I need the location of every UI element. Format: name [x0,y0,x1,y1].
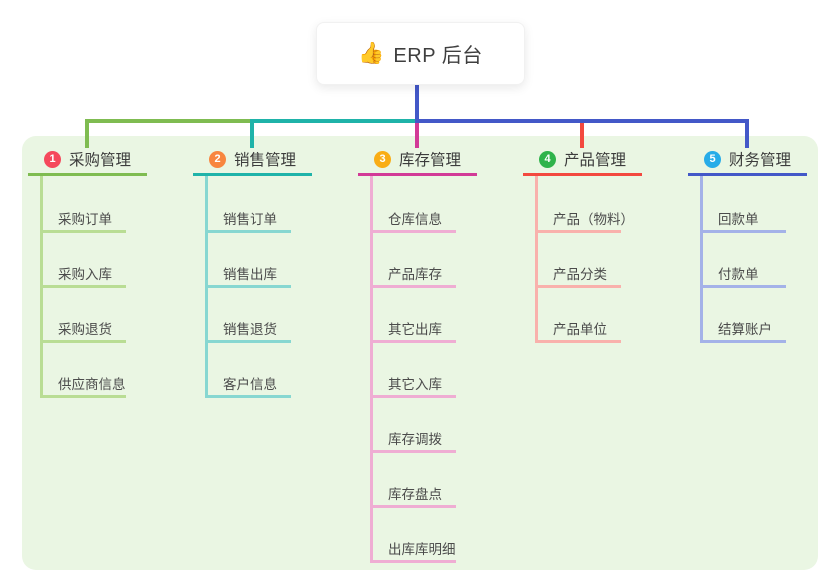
branch-underline [688,173,807,176]
child-connector-line [535,176,538,343]
child-underline [40,395,126,398]
connector-trunk-right [415,119,749,123]
child-node[interactable]: 供应商信息 [58,377,126,392]
child-underline [370,285,456,288]
child-underline [700,285,786,288]
child-node[interactable]: 采购退货 [58,322,112,337]
child-underline [370,560,456,563]
child-node[interactable]: 其它出库 [388,322,442,337]
branch-label: 销售管理 [234,152,297,169]
child-underline [205,230,291,233]
child-node[interactable]: 销售出库 [223,267,277,282]
child-node[interactable]: 回款单 [718,212,759,227]
branch-label: 财务管理 [729,152,792,169]
child-underline [700,340,786,343]
branch-number-badge: 3 [374,150,391,168]
branch-underline [193,173,312,176]
child-underline [205,285,291,288]
child-node[interactable]: 其它入库 [388,377,442,392]
child-node[interactable]: 采购订单 [58,212,112,227]
root-title: ERP 后台 [393,45,483,67]
connector-drop-purchase [85,119,89,148]
child-node[interactable]: 采购入库 [58,267,112,282]
child-underline [535,285,621,288]
branch-label: 采购管理 [69,152,132,169]
child-node[interactable]: 库存调拨 [388,432,442,447]
branch-node-product[interactable]: 4 产品管理 [539,147,626,171]
connector-drop-inventory [415,119,419,148]
child-node[interactable]: 产品库存 [388,267,442,282]
connector-root-stem [415,83,419,123]
thumbs-up-icon: 👍 [358,42,385,65]
child-node[interactable]: 库存盘点 [388,487,442,502]
child-node[interactable]: 产品单位 [553,322,607,337]
child-underline [535,340,621,343]
branch-node-inventory[interactable]: 3 库存管理 [374,147,461,171]
branch-underline [523,173,642,176]
child-underline [370,505,456,508]
child-underline [40,340,126,343]
branch-underline [28,173,147,176]
branches-panel [22,136,818,570]
branch-number-badge: 5 [704,150,721,168]
child-underline [205,395,291,398]
branch-label: 库存管理 [399,152,462,169]
child-underline [370,395,456,398]
connector-drop-product [580,119,584,148]
child-node[interactable]: 销售退货 [223,322,277,337]
child-node[interactable]: 仓库信息 [388,212,442,227]
connector-trunk-midleft [250,119,419,123]
branch-node-sales[interactable]: 2 销售管理 [209,147,296,171]
child-underline [40,285,126,288]
branch-node-finance[interactable]: 5 财务管理 [704,147,791,171]
connector-trunk-left [85,119,254,123]
connector-drop-finance [745,119,749,148]
root-node[interactable]: 👍 ERP 后台 [316,22,525,85]
child-node[interactable]: 客户信息 [223,377,277,392]
child-underline [370,230,456,233]
branch-number-badge: 2 [209,150,226,168]
child-underline [370,340,456,343]
branch-number-badge: 1 [44,150,61,168]
branch-label: 产品管理 [564,152,627,169]
child-underline [40,230,126,233]
child-connector-line [370,176,373,563]
branch-underline [358,173,477,176]
child-underline [370,450,456,453]
child-node[interactable]: 销售订单 [223,212,277,227]
connector-drop-sales [250,119,254,148]
branch-node-purchase[interactable]: 1 采购管理 [44,147,131,171]
child-node[interactable]: 产品（物料） [553,212,634,227]
child-node[interactable]: 付款单 [718,267,759,282]
branch-number-badge: 4 [539,150,556,168]
child-underline [535,230,621,233]
child-node[interactable]: 出库库明细 [388,542,456,557]
child-connector-line [700,176,703,343]
child-underline [205,340,291,343]
child-underline [700,230,786,233]
child-node[interactable]: 结算账户 [718,322,772,337]
child-node[interactable]: 产品分类 [553,267,607,282]
